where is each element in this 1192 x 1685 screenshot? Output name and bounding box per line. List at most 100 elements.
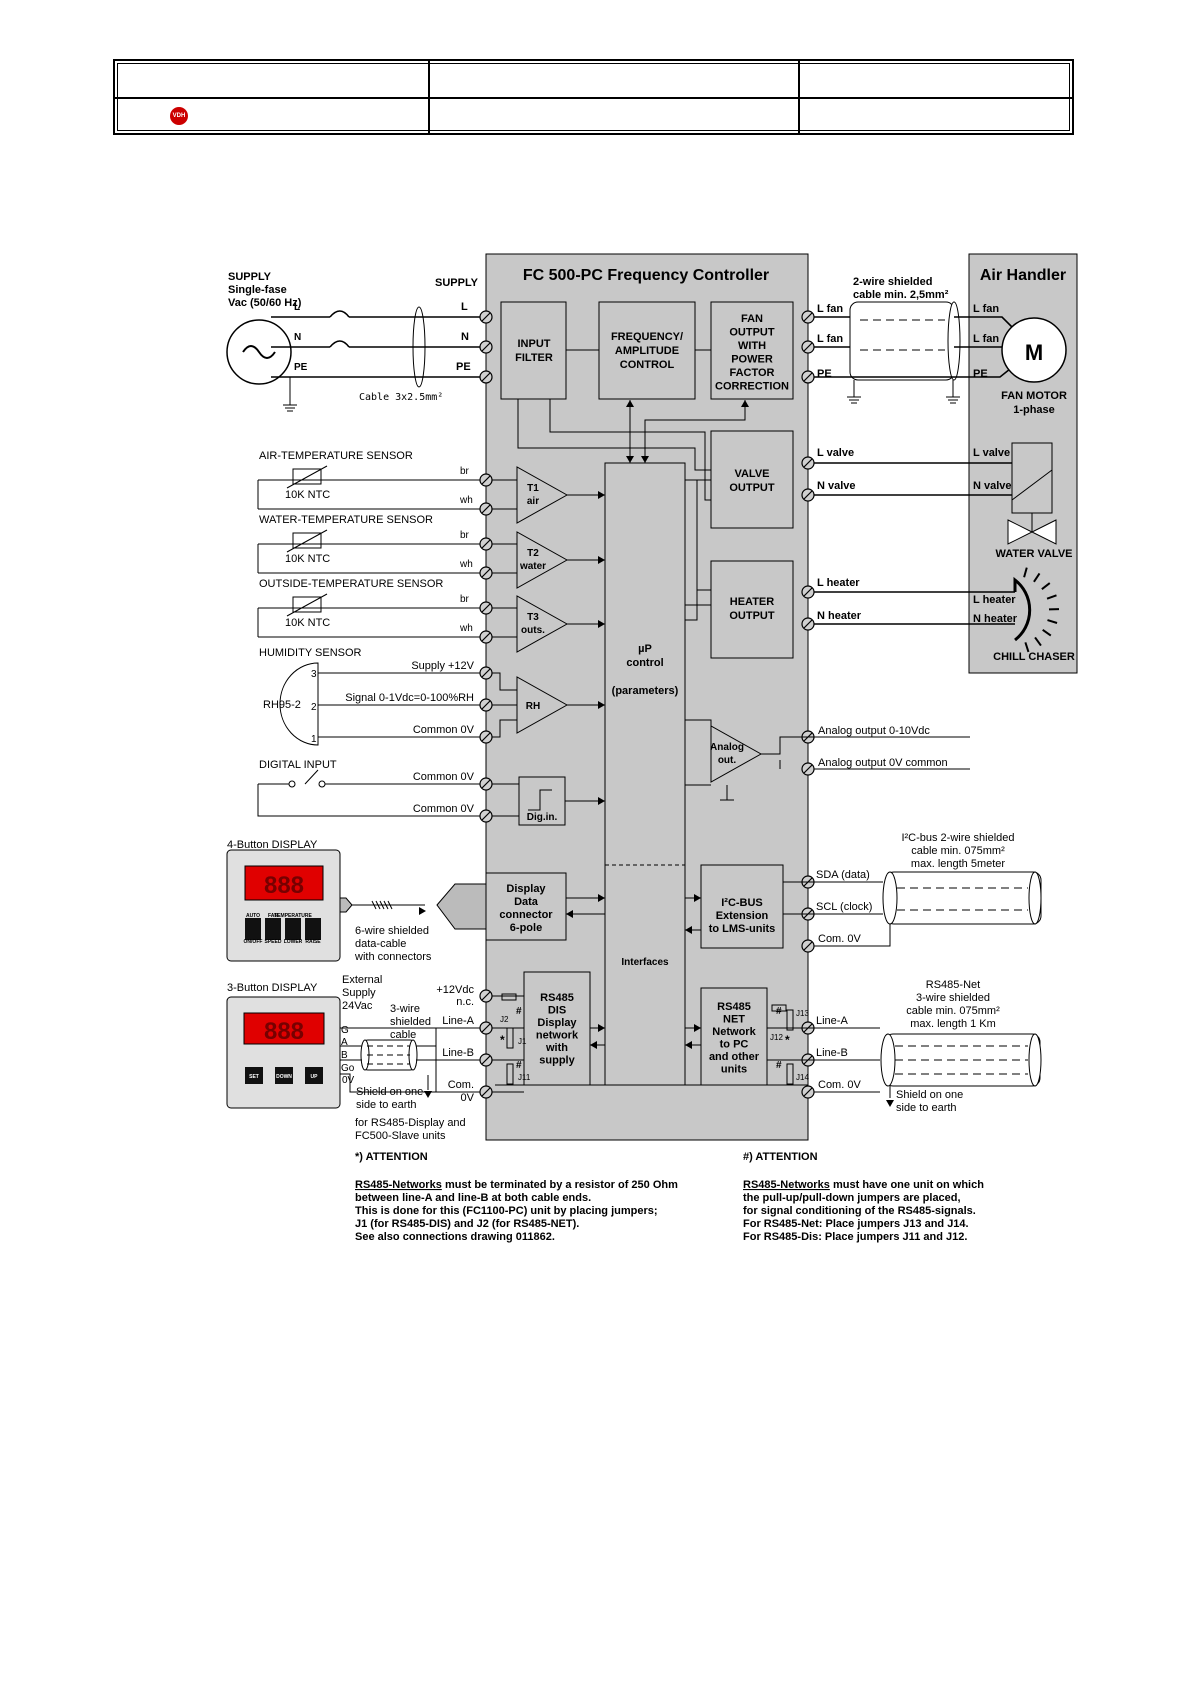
label: with bbox=[545, 1042, 568, 1054]
terminal-slash bbox=[481, 668, 491, 678]
label: OUTSIDE-TEMPERATURE SENSOR bbox=[259, 578, 443, 590]
display-connector-block bbox=[485, 872, 567, 941]
terminal-slash bbox=[481, 475, 491, 485]
label: 6-pole bbox=[510, 922, 542, 934]
label: 3-wire bbox=[390, 1003, 420, 1015]
i2c-cable bbox=[885, 871, 1042, 925]
label: to PC bbox=[720, 1039, 749, 1051]
label: See also connections drawing 011862. bbox=[355, 1231, 555, 1243]
arrow-head bbox=[424, 1091, 432, 1098]
terminal-slash bbox=[481, 732, 491, 742]
label: Network bbox=[712, 1026, 756, 1038]
label: 10K NTC bbox=[285, 489, 330, 501]
label: Analog output 0-10Vdc bbox=[818, 725, 930, 737]
terminal-slash bbox=[481, 991, 491, 1001]
arrow-head bbox=[598, 701, 605, 709]
label: cable bbox=[390, 1029, 416, 1041]
label: Line-A bbox=[816, 1015, 848, 1027]
resistor-symbol bbox=[771, 1004, 787, 1012]
terminal-slash bbox=[481, 539, 491, 549]
wire bbox=[286, 593, 328, 617]
block bbox=[700, 864, 784, 949]
label: RS485 bbox=[540, 992, 574, 1004]
label: +12Vdc bbox=[436, 984, 474, 996]
water-valve-symbol bbox=[1007, 519, 1034, 545]
label: out. bbox=[718, 755, 737, 766]
fuse bbox=[329, 310, 350, 318]
display-button bbox=[265, 918, 281, 940]
label: N valve bbox=[817, 480, 856, 492]
terminal-slash bbox=[481, 700, 491, 710]
heater-tick bbox=[1042, 628, 1052, 637]
label: n.c. bbox=[456, 996, 474, 1008]
sine-symbol bbox=[242, 345, 276, 359]
display-button bbox=[275, 1067, 293, 1084]
terminal-slash bbox=[481, 504, 491, 514]
label: Shield on one bbox=[356, 1086, 423, 1098]
terminal-slash bbox=[803, 619, 813, 629]
rs485-cable-end bbox=[1028, 1033, 1042, 1087]
label: 24Vac bbox=[342, 1000, 373, 1012]
heater-tick bbox=[1047, 619, 1058, 624]
label: RH bbox=[526, 701, 540, 712]
label: HUMIDITY SENSOR bbox=[259, 647, 362, 659]
label: for RS485-Display and bbox=[355, 1117, 466, 1129]
label: Line-A bbox=[442, 1015, 474, 1027]
label: L valve bbox=[973, 447, 1010, 459]
wire bbox=[304, 769, 319, 785]
fan-motor-symbol bbox=[1001, 317, 1067, 383]
label: J1 (for RS485-DIS) and J2 (for RS485-NET… bbox=[355, 1218, 579, 1230]
microcontroller-block bbox=[604, 462, 686, 1086]
label: L valve bbox=[817, 447, 854, 459]
terminal-slash bbox=[481, 1087, 491, 1097]
label: SCL (clock) bbox=[816, 901, 872, 913]
label: J12 bbox=[770, 1033, 783, 1042]
label: Vac (50/60 Hz) bbox=[228, 297, 302, 309]
label: FC500-Slave units bbox=[355, 1130, 446, 1142]
label: data-cable bbox=[355, 938, 406, 950]
label: NET bbox=[723, 1014, 745, 1026]
fan-cable bbox=[849, 301, 955, 381]
label: cable min. 075mm² bbox=[906, 1005, 1000, 1017]
display-connector-socket bbox=[436, 883, 487, 930]
arrow-head bbox=[598, 491, 605, 499]
arrow-head bbox=[886, 1100, 894, 1107]
arrow-head bbox=[626, 456, 634, 463]
cable-shield bbox=[383, 900, 389, 910]
jumper-symbol bbox=[506, 1027, 514, 1049]
arrow-head bbox=[419, 907, 426, 915]
wire bbox=[549, 399, 711, 501]
label: External bbox=[342, 974, 382, 986]
arrow-head bbox=[741, 400, 749, 407]
terminal-slash bbox=[803, 1087, 813, 1097]
label: units bbox=[721, 1064, 747, 1076]
arrow-head bbox=[685, 1041, 692, 1049]
switch-contact bbox=[288, 780, 296, 788]
i2c-cable-end bbox=[1028, 871, 1042, 925]
amplifier bbox=[710, 725, 763, 783]
arrow-head bbox=[598, 797, 605, 805]
label: 2 bbox=[311, 702, 317, 713]
label: DOWN bbox=[276, 1074, 292, 1080]
label: br bbox=[460, 466, 470, 477]
label: Dig.in. bbox=[527, 812, 558, 823]
wire bbox=[340, 1073, 485, 1093]
terminal-slash bbox=[803, 458, 813, 468]
label: RAISE bbox=[305, 939, 321, 945]
label: cable min. 075mm² bbox=[911, 845, 1005, 857]
cable-shield bbox=[375, 900, 381, 910]
digital-input-block bbox=[518, 776, 566, 826]
label: T1 bbox=[527, 483, 539, 494]
label: OUTPUT bbox=[729, 327, 775, 339]
terminal-slash bbox=[803, 372, 813, 382]
resistor-symbol bbox=[501, 993, 517, 1001]
label: 6-wire shielded bbox=[355, 925, 429, 937]
terminal-slash bbox=[481, 372, 491, 382]
label: WITH bbox=[738, 340, 766, 352]
label: Common 0V bbox=[413, 771, 475, 783]
wire bbox=[644, 400, 746, 463]
label: RH95-2 bbox=[263, 699, 301, 711]
controller-title: FC 500-PC Frequency Controller bbox=[523, 267, 769, 284]
label: 1 bbox=[311, 734, 317, 745]
jumper-symbol bbox=[506, 1063, 514, 1085]
